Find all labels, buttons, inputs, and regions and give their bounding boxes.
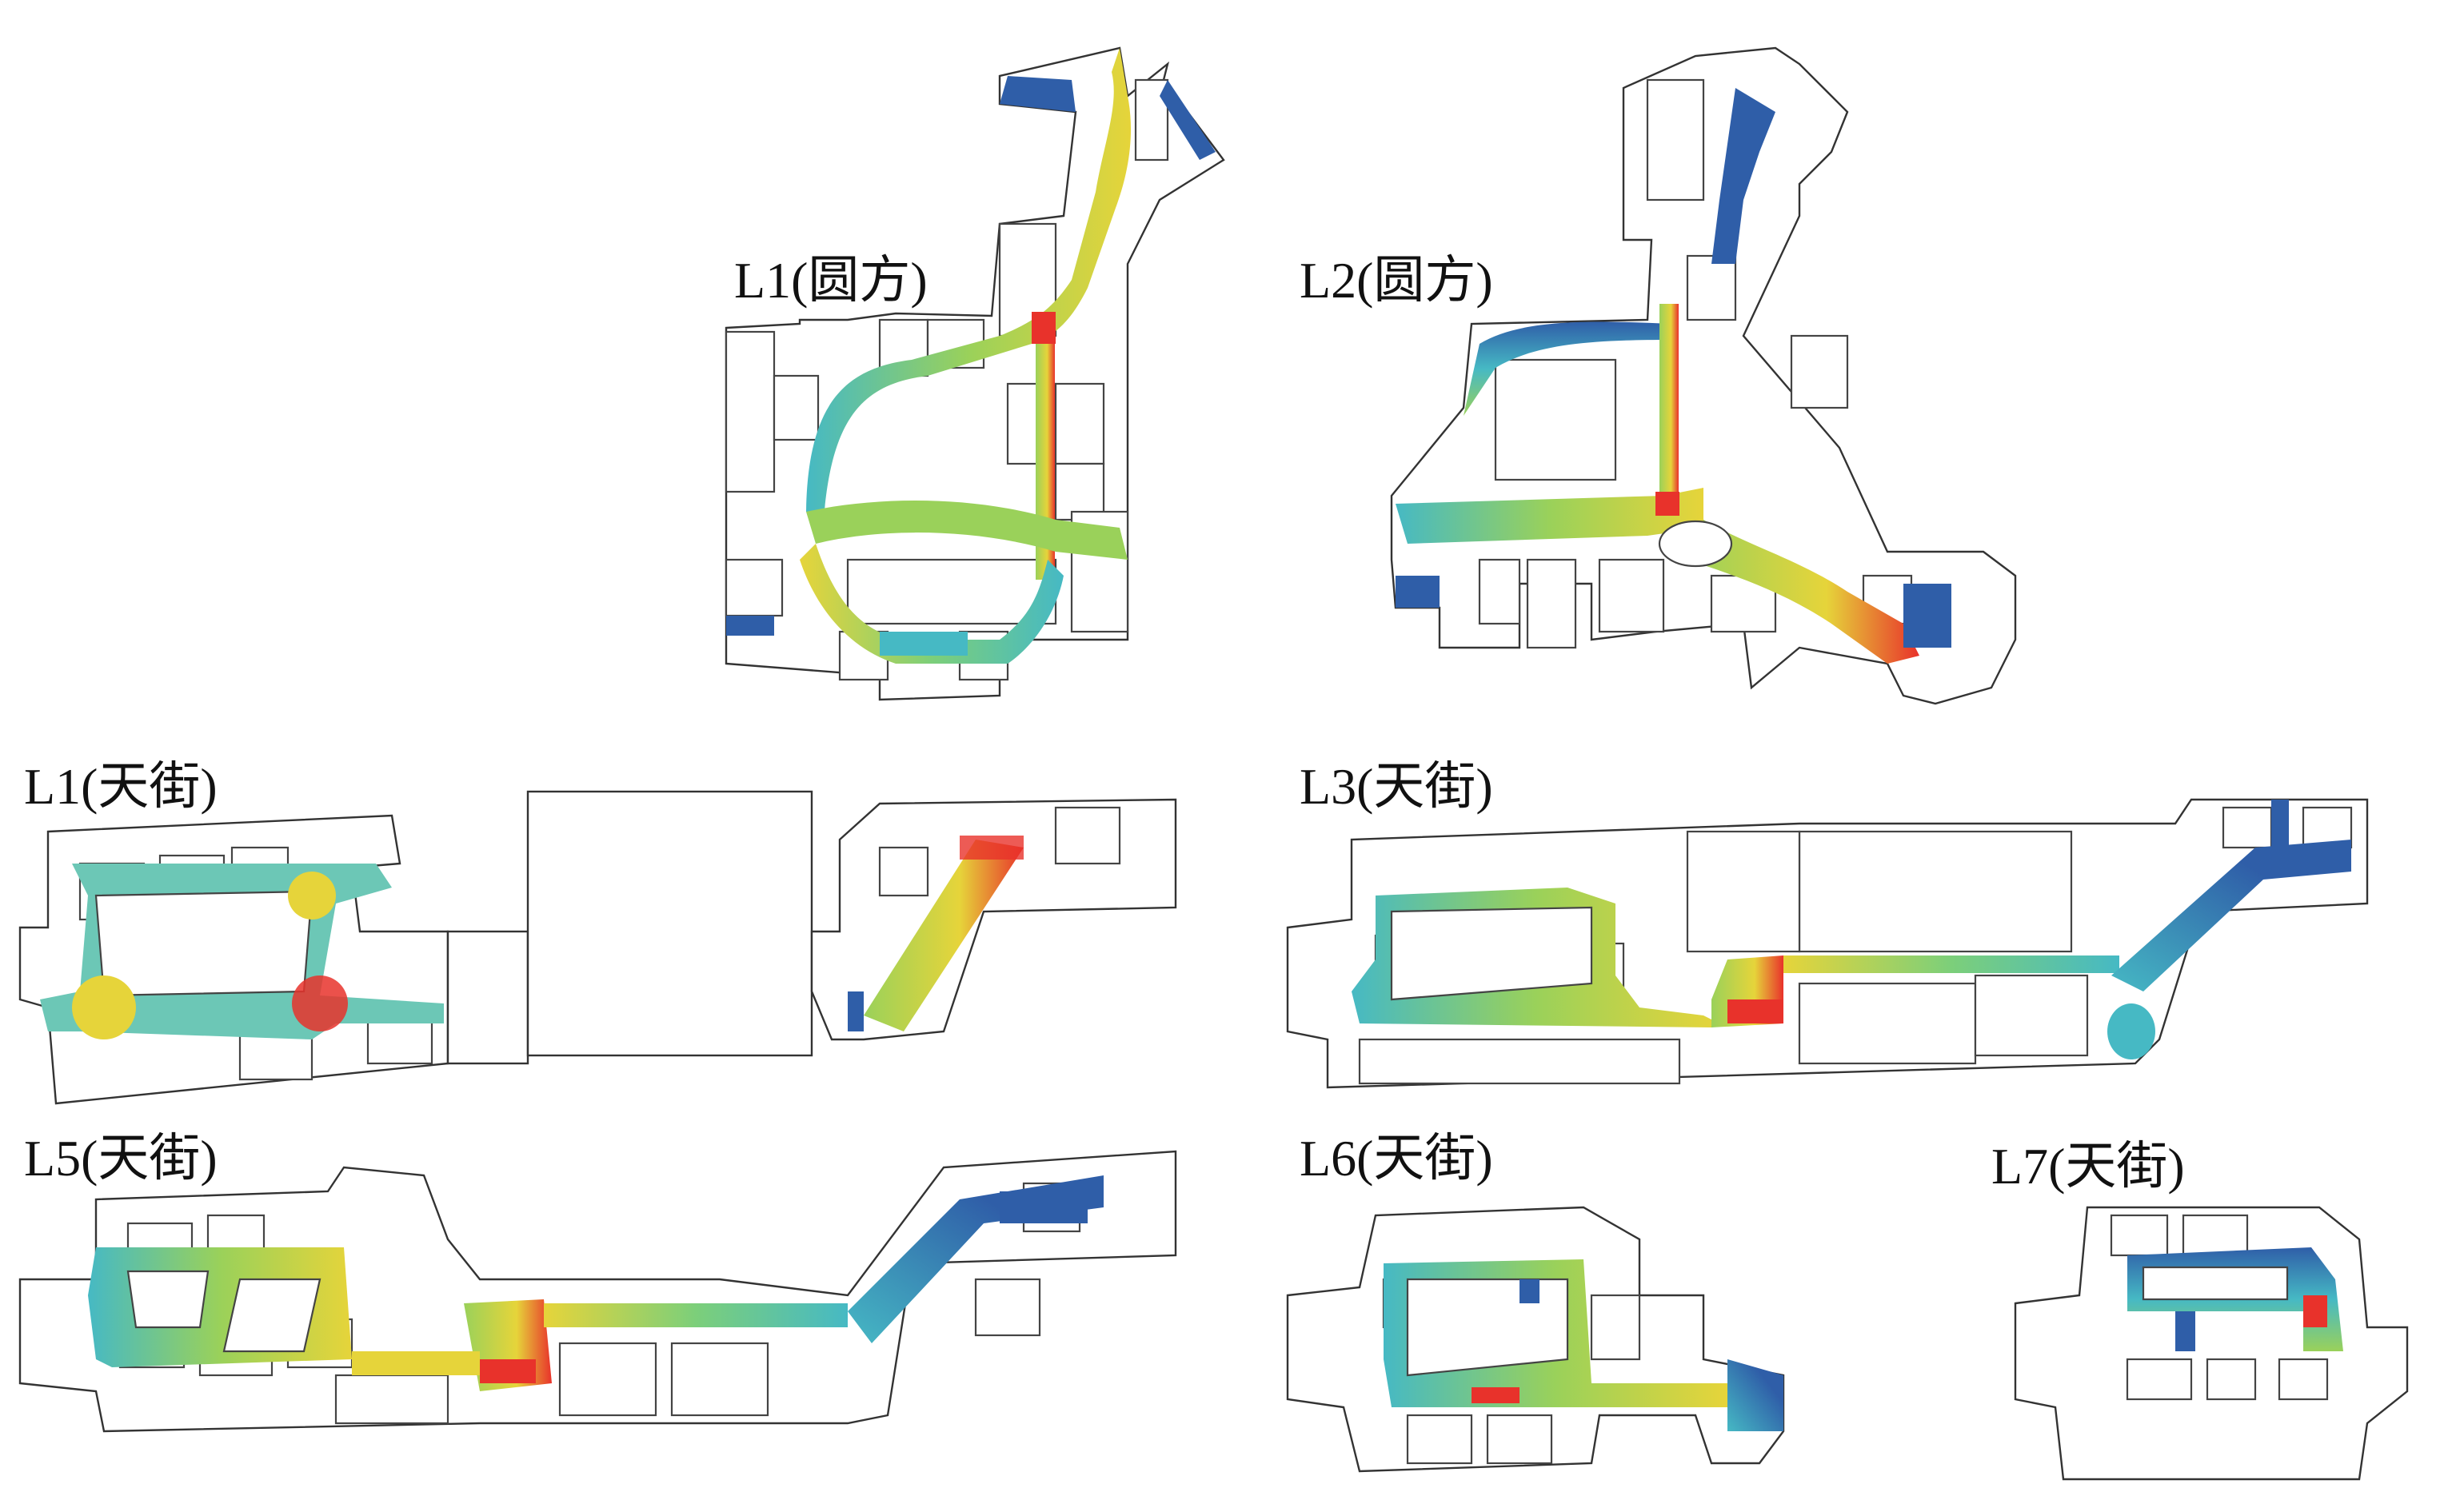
panel-l5-tianjie: L5(天街) <box>18 1130 1177 1433</box>
north-spine-low <box>1711 88 1775 264</box>
panel-label-l5-tianjie: L5(天街) <box>24 1130 218 1187</box>
west-loop-core <box>94 890 313 997</box>
north-exit-low <box>2271 800 2289 848</box>
anchor-store <box>526 790 813 1057</box>
panel-l3-tianjie: L3(天街) <box>1286 758 2369 1089</box>
connector-block <box>446 930 529 1065</box>
hotspot <box>2303 1295 2327 1327</box>
east-west-corridor <box>1396 488 1703 544</box>
panel-label-l3-tianjie: L3(天街) <box>1300 758 1493 815</box>
hotspot-junction <box>1032 312 1056 344</box>
panel-label-l6-tianjie: L6(天街) <box>1300 1130 1493 1187</box>
north-west-arc <box>1464 321 1671 416</box>
corridor-heatmap-l3-tianjie <box>1352 800 2351 1059</box>
west-link <box>352 1351 480 1375</box>
north-east-corridor <box>2111 840 2351 991</box>
hotspot-node-1 <box>292 975 348 1031</box>
hotspot <box>1472 1387 1520 1403</box>
south-low <box>2175 1311 2195 1351</box>
corridor-void <box>2142 1266 2289 1301</box>
north-east-low <box>1000 1191 1088 1223</box>
panel-label-l7-tianjie: L7(天街) <box>1991 1138 2185 1195</box>
warm-node-3 <box>72 975 136 1039</box>
warm-node-2 <box>288 872 336 920</box>
atrium-void <box>1658 520 1733 568</box>
east-low-1 <box>848 991 864 1031</box>
south-east-corridor <box>1687 520 1919 664</box>
panel-l1-yuanfang: L1(圆方) <box>725 46 1225 701</box>
corridor-heatmap-l7-tianjie <box>2127 1247 2343 1351</box>
panel-l6-tianjie: L6(天街) <box>1286 1130 1785 1473</box>
panel-l2-yuanfang: L2(圆方) <box>1300 46 2017 705</box>
panel-label-l2-yuanfang: L2(圆方) <box>1300 252 1493 309</box>
east-rotunda <box>1727 1359 1783 1431</box>
loop-core <box>1406 1278 1569 1377</box>
panel-l7-tianjie: L7(天街) <box>1991 1138 2409 1481</box>
corridor-heatmap-l5-tianjie <box>88 1175 1104 1391</box>
north-east-wing-low <box>1160 80 1216 160</box>
hotspot-plaza <box>480 1359 536 1383</box>
north-low <box>1520 1279 1539 1303</box>
void-2 <box>222 1278 321 1353</box>
east-rotunda-low <box>1903 584 1951 648</box>
south-plaza <box>880 632 968 656</box>
hotspot-junction <box>1655 492 1679 516</box>
void-1 <box>126 1270 210 1329</box>
east-hotspot <box>960 836 1024 860</box>
north-wing-low <box>1000 76 1076 112</box>
panel-label-l1-yuanfang: L1(圆方) <box>734 252 928 309</box>
hotspot-plaza <box>1727 999 1783 1023</box>
south-east-round <box>2107 1003 2155 1059</box>
panel-label-l1-tianjie: L1(天街) <box>24 758 218 815</box>
corridor-heatmap-l1-yuanfang <box>726 48 1216 664</box>
corridor-heatmap-l6-tianjie <box>1384 1259 1783 1431</box>
east-diagonal-corridor <box>864 840 1024 1031</box>
shop-units <box>2110 1214 2329 1401</box>
corridor-heatmap-l1-tianjie <box>40 836 1024 1039</box>
west-loop-core <box>1390 906 1593 1001</box>
central-spine <box>1659 304 1679 520</box>
corridor-heatmap-l2-yuanfang <box>1396 88 1951 664</box>
east-west-mall <box>1783 955 2119 973</box>
east-west-mall <box>544 1303 848 1327</box>
panel-l1-tianjie: L1(天街) <box>18 758 1177 1105</box>
lower-loop-corridor <box>800 544 1064 664</box>
west-stair-low <box>1396 576 1440 608</box>
south-west-low <box>726 616 774 636</box>
east-west-corridor <box>806 501 1128 560</box>
